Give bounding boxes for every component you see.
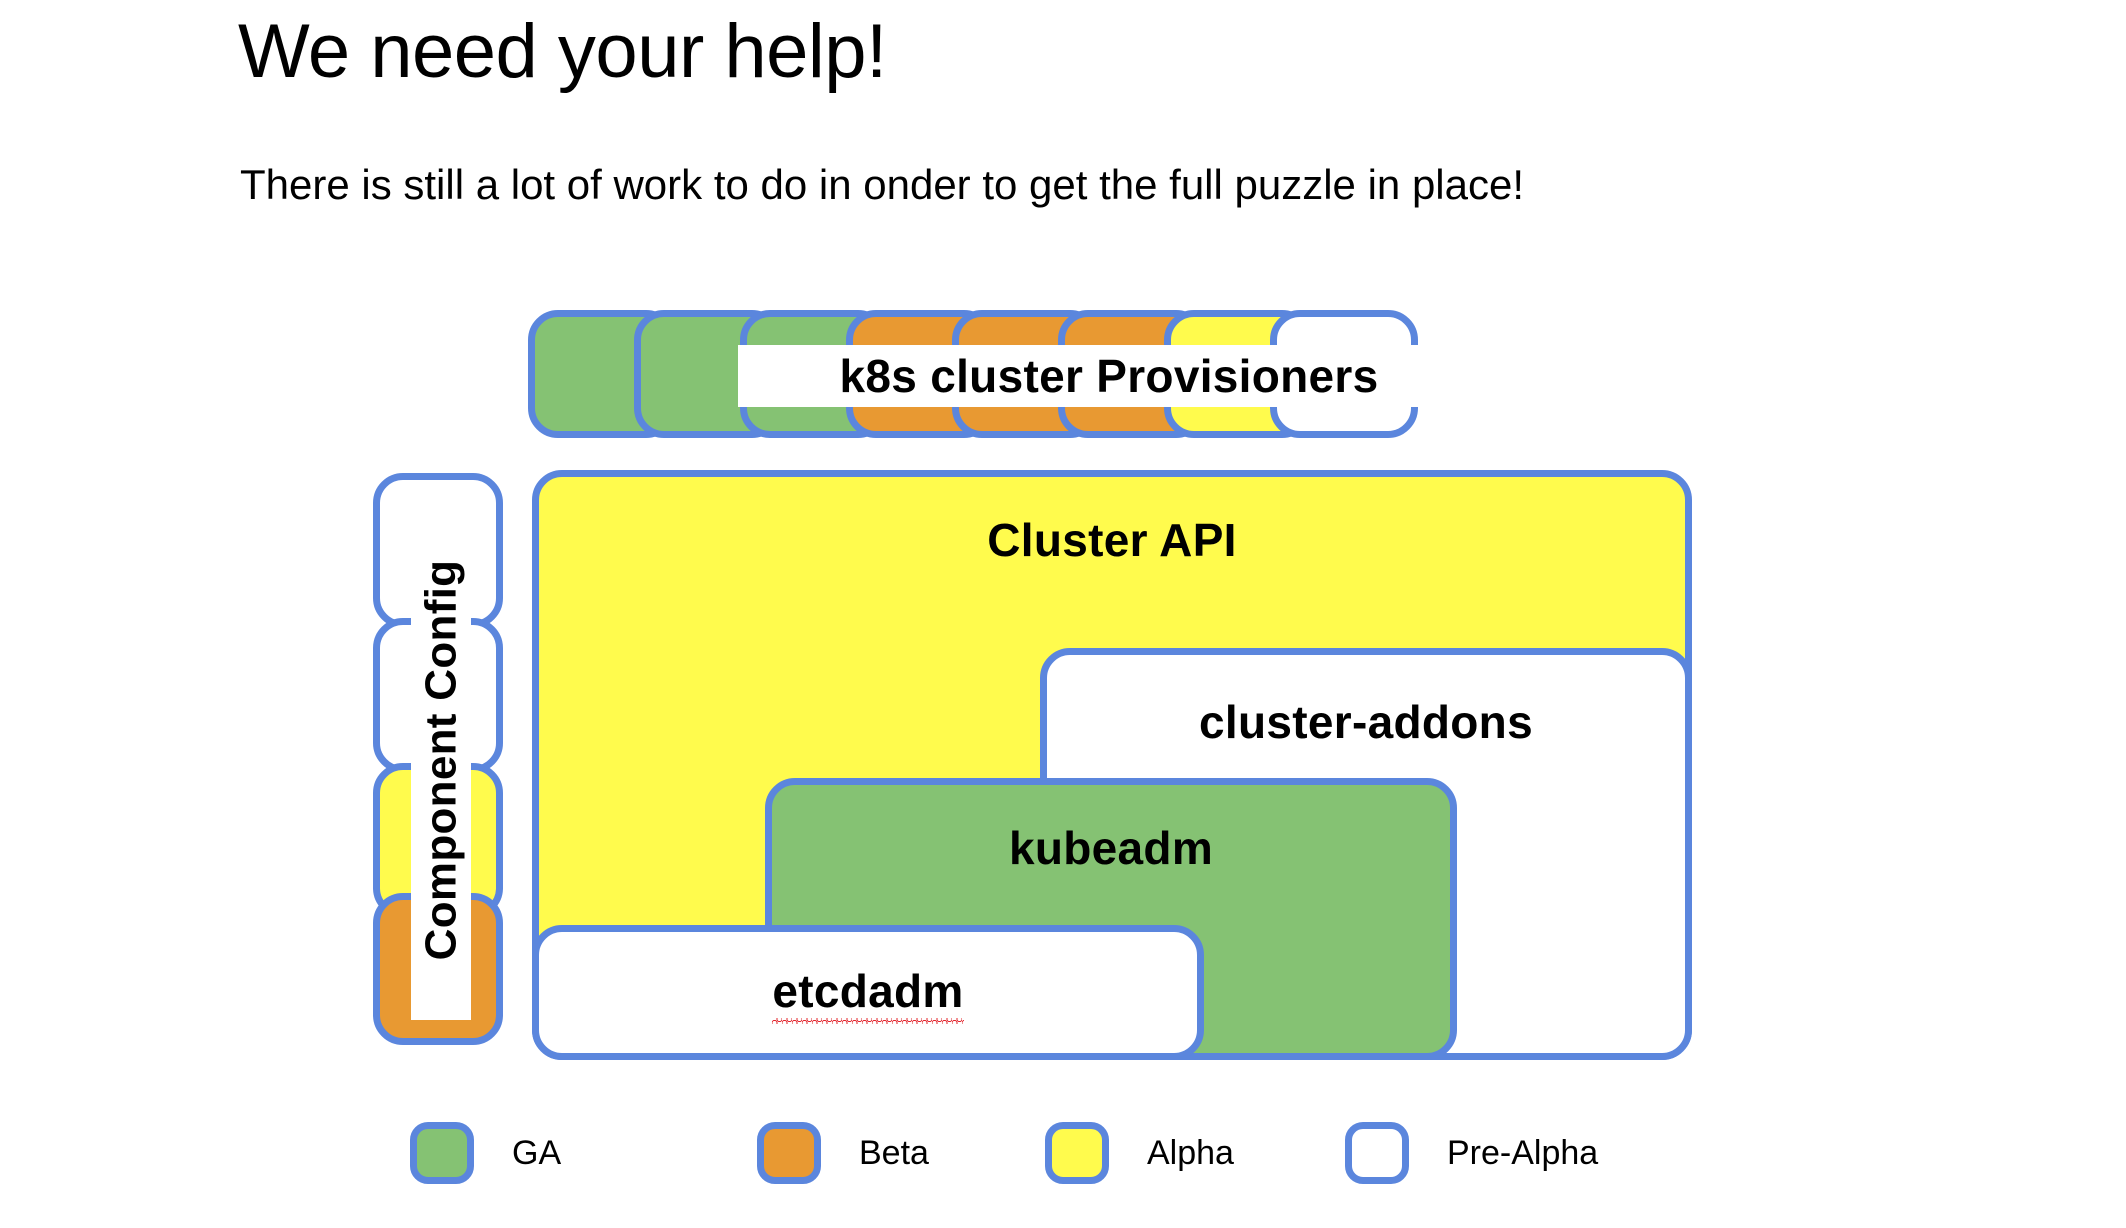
legend-label-pre-alpha: Pre-Alpha	[1447, 1133, 1599, 1172]
legend-label-alpha: Alpha	[1147, 1133, 1234, 1172]
provisioner-row-label: k8s cluster Provisioners	[839, 350, 1379, 402]
etcdadm-label-wrap: etcdadm	[539, 964, 1197, 1024]
legend-item: Beta	[757, 1122, 929, 1184]
page-title: We need your help!	[238, 9, 887, 94]
page-subtitle: There is still a lot of work to do in on…	[240, 161, 1525, 208]
legend-item: Alpha	[1045, 1122, 1234, 1184]
component-config-label: Component Config	[416, 559, 465, 961]
legend-swatch-beta	[757, 1122, 821, 1184]
cluster-api-label: Cluster API	[987, 514, 1237, 566]
legend-item: Pre-Alpha	[1345, 1122, 1598, 1184]
cluster-addons-label: cluster-addons	[1199, 696, 1533, 748]
legend-label-ga: GA	[512, 1133, 562, 1172]
legend-swatch-alpha	[1045, 1122, 1109, 1184]
component-config-label-band: Component Config	[411, 500, 471, 1020]
kubeadm-label: kubeadm	[1008, 822, 1214, 874]
provisioner-row-label-band: k8s cluster Provisioners	[738, 345, 1480, 407]
legend-item: GA	[410, 1122, 561, 1184]
legend-label-beta: Beta	[859, 1133, 929, 1172]
legend-swatch-pre-alpha	[1345, 1122, 1409, 1184]
etcdadm-box: etcdadm	[532, 925, 1204, 1060]
etcdadm-label: etcdadm	[772, 964, 964, 1024]
legend-swatch-ga	[410, 1122, 474, 1184]
